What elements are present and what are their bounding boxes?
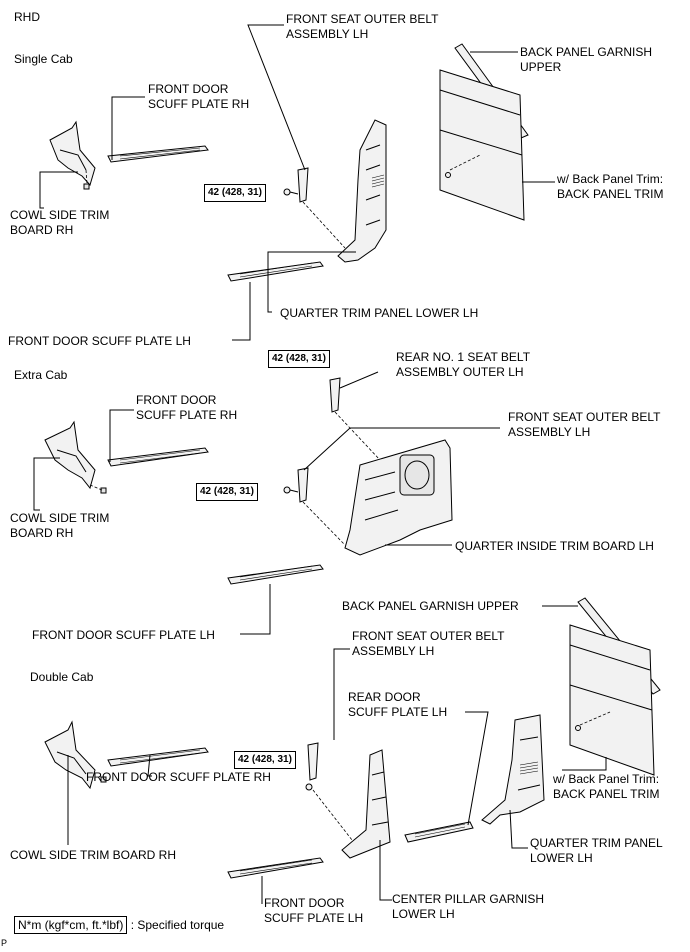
double-cab-front-door-scuff-lh — [227, 857, 324, 879]
single-cab-quarter-trim-panel — [337, 119, 387, 263]
single-cowl-side-trim-label: COWL SIDE TRIM BOARD RH — [10, 208, 110, 237]
single-back-panel-trim-label: w/ Back Panel Trim: BACK PANEL TRIM — [557, 172, 664, 201]
extra-cab-heading: Extra Cab — [14, 368, 68, 382]
double-front-door-scuff-rh-label: FRONT DOOR SCUFF PLATE RH — [86, 770, 271, 784]
leader-lines — [33, 24, 607, 904]
single-cab-front-seat-belt — [283, 167, 346, 249]
corner-mark: P — [1, 938, 8, 948]
torque-legend: N*m (kgf*cm, ft.*lbf) : Specified torque — [14, 916, 225, 934]
torque-spec-single-cab: 42 (428, 31) — [204, 184, 266, 202]
double-cab-heading: Double Cab — [30, 670, 94, 684]
single-cab-front-door-scuff-rh — [107, 145, 209, 163]
double-cab-rear-door-scuff — [404, 821, 474, 843]
double-center-pillar-label: CENTER PILLAR GARNISH LOWER LH — [392, 892, 545, 921]
extra-front-seat-belt-label: FRONT SEAT OUTER BELT ASSEMBLY LH — [508, 410, 661, 439]
extra-front-door-scuff-rh-label: FRONT DOOR SCUFF PLATE RH — [136, 393, 238, 422]
double-quarter-trim-panel-label: QUARTER TRIM PANEL LOWER LH — [530, 836, 663, 865]
single-cab-heading: Single Cab — [14, 52, 73, 66]
single-front-seat-belt-label: FRONT SEAT OUTER BELT ASSEMBLY LH — [286, 12, 439, 41]
extra-quarter-inside-trim-label: QUARTER INSIDE TRIM BOARD LH — [455, 539, 654, 553]
single-cab-front-door-scuff-lh — [227, 261, 324, 282]
single-cab-back-panel-trim — [439, 69, 525, 221]
double-cab-center-pillar — [341, 749, 391, 859]
double-cab-front-door-scuff-rh — [107, 747, 209, 767]
torque-spec-extra-cab-front: 42 (428, 31) — [196, 483, 258, 501]
extra-rear-seat-belt-label: REAR NO. 1 SEAT BELT ASSEMBLY OUTER LH — [396, 350, 531, 379]
double-back-panel-garnish-label: BACK PANEL GARNISH UPPER — [342, 599, 519, 613]
double-cab-front-seat-belt — [305, 742, 353, 841]
torque-spec-extra-cab-rear: 42 (428, 31) — [268, 350, 330, 368]
single-cab-cowl-side-trim — [49, 120, 96, 190]
double-cab-cowl-side-trim — [44, 720, 107, 790]
extra-cab-quarter-inside-trim — [344, 439, 453, 556]
single-front-door-scuff-rh-label: FRONT DOOR SCUFF PLATE RH — [148, 82, 250, 111]
single-front-door-scuff-lh-label: FRONT DOOR SCUFF PLATE LH — [8, 334, 191, 348]
extra-cab-rear-seat-belt — [329, 377, 381, 461]
double-cab-back-panel-trim — [569, 624, 655, 776]
single-quarter-trim-panel-label: QUARTER TRIM PANEL LOWER LH — [280, 306, 479, 320]
rhd-label: RHD — [14, 10, 40, 24]
double-back-panel-trim-label: w/ Back Panel Trim: BACK PANEL TRIM — [553, 772, 660, 801]
extra-cab-front-door-scuff-rh — [107, 447, 209, 467]
torque-spec-double-cab: 42 (428, 31) — [234, 751, 296, 769]
extra-cab-cowl-side-trim — [44, 420, 107, 494]
legend-unit-box: N*m (kgf*cm, ft.*lbf) — [14, 916, 128, 934]
double-cab-quarter-trim-panel — [481, 714, 545, 825]
double-front-door-scuff-lh-label: FRONT DOOR SCUFF PLATE LH — [264, 896, 364, 925]
extra-cab-front-door-scuff-lh — [227, 564, 324, 585]
extra-cowl-side-trim-label: COWL SIDE TRIM BOARD RH — [10, 511, 110, 540]
double-rear-door-scuff-label: REAR DOOR SCUFF PLATE LH — [348, 690, 448, 719]
extra-cab-front-seat-belt — [283, 467, 346, 546]
double-cowl-side-trim-label: COWL SIDE TRIM BOARD RH — [10, 848, 177, 862]
double-front-seat-belt-label: FRONT SEAT OUTER BELT ASSEMBLY LH — [352, 629, 505, 658]
single-back-panel-garnish-label: BACK PANEL GARNISH UPPER — [520, 45, 653, 74]
legend-text: : Specified torque — [130, 918, 225, 932]
extra-front-door-scuff-lh-label: FRONT DOOR SCUFF PLATE LH — [32, 628, 215, 642]
